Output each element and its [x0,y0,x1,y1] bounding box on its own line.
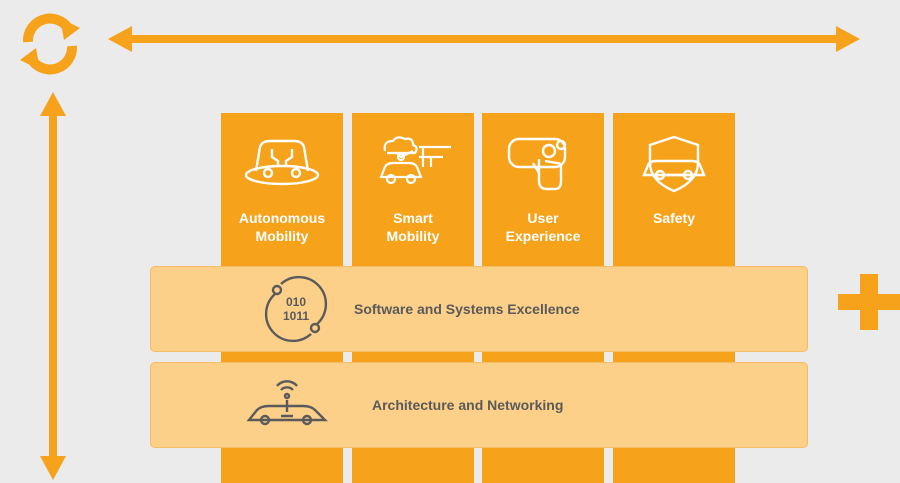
smart-mobility-icon [352,133,474,193]
double-arrow-horizontal-icon [108,26,860,52]
shield-car-icon [613,133,735,193]
svg-text:010: 010 [286,295,306,309]
band-architecture-networking: Architecture and Networking [150,362,808,448]
band-label: Software and Systems Excellence [354,301,580,317]
autonomous-car-icon [221,133,343,193]
svg-text:1011: 1011 [283,309,309,323]
refresh-cycle-icon [20,13,80,75]
plus-icon [838,274,900,330]
connected-car-icon [246,372,328,438]
band-label: Architecture and Networking [372,397,564,413]
binary-code-icon: 010 1011 [256,275,336,343]
double-arrow-vertical-icon [40,92,66,480]
touch-gear-icon [482,133,604,193]
pillar-label: Safety [652,210,696,226]
band-software-systems: 010 1011 Software and Systems Excellence [150,266,808,352]
